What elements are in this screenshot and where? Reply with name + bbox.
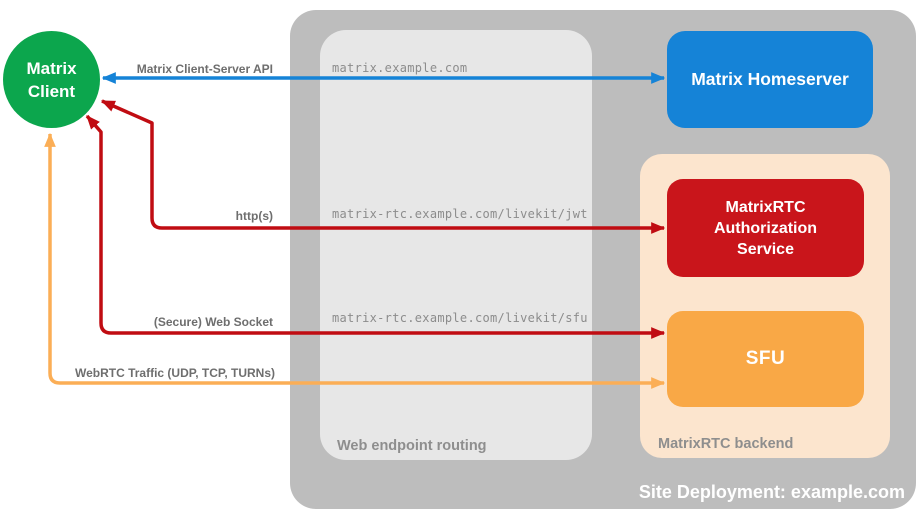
sfu-label: SFU bbox=[745, 348, 786, 369]
endpoint-url-livekit-jwt: matrix-rtc.example.com/livekit/jwt bbox=[332, 207, 588, 221]
edge-label-https: http(s) bbox=[235, 209, 273, 223]
matrixrtc-backend-label: MatrixRTC backend bbox=[658, 436, 794, 452]
matrix-homeserver-label: Matrix Homeserver bbox=[691, 69, 849, 89]
web-endpoint-routing-label: Web endpoint routing bbox=[337, 438, 487, 454]
matrixrtc-authorization-service-node: MatrixRTC Authorization Service bbox=[667, 179, 864, 277]
edge-label-webrtc-traffic: WebRTC Traffic (UDP, TCP, TURNs) bbox=[74, 366, 275, 380]
site-deployment-title: Site Deployment: example.com bbox=[638, 482, 905, 502]
matrix-client-node: Matrix Client bbox=[3, 31, 100, 128]
matrix-client-label: Matrix Client bbox=[26, 58, 77, 101]
edge-label-client-server-api: Matrix Client-Server API bbox=[136, 62, 273, 76]
endpoint-url-livekit-sfu: matrix-rtc.example.com/livekit/sfu bbox=[332, 311, 588, 325]
web-endpoint-routing-panel bbox=[320, 30, 592, 460]
sfu-node: SFU bbox=[667, 311, 864, 407]
endpoint-url-matrix: matrix.example.com bbox=[332, 61, 468, 75]
matrixrtc-authorization-service-label: MatrixRTC Authorization Service bbox=[713, 198, 818, 258]
edge-label-secure-websocket: (Secure) Web Socket bbox=[153, 315, 273, 329]
matrix-homeserver-node: Matrix Homeserver bbox=[667, 31, 873, 128]
